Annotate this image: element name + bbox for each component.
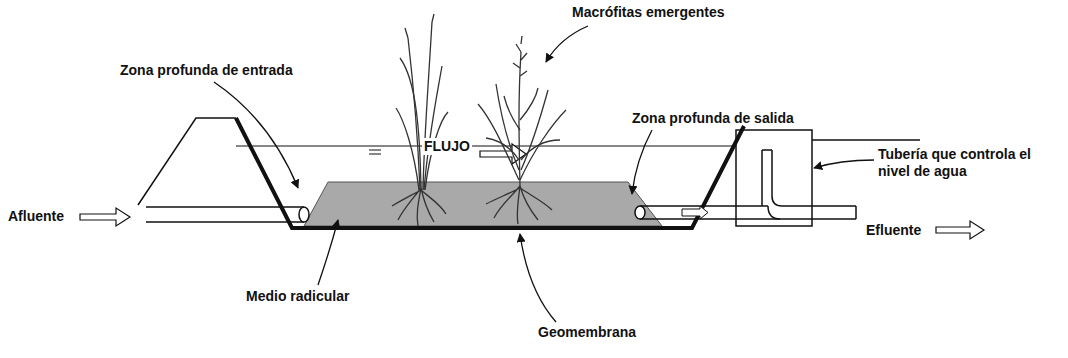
zone-label: Zona profunda de salida: [632, 110, 794, 127]
liner-label: Geomembrana: [538, 324, 636, 341]
water-level: [236, 145, 732, 146]
root-medium: [304, 182, 662, 226]
outflow-label: Efluente: [866, 222, 921, 239]
medium-label: Medio radicular: [246, 288, 349, 305]
plant-label: Macrófitas emergentes: [572, 4, 725, 21]
reed-plant: [392, 14, 448, 226]
geomembrane-liner: [236, 118, 744, 228]
outflow-arrow: [936, 221, 984, 239]
outlet-pipe: [635, 206, 768, 219]
inflow-arrow: [80, 208, 130, 226]
inlet-pipe: [146, 207, 309, 222]
inflow-label: Afluente: [8, 208, 64, 225]
macrophyte-plant: [478, 36, 566, 224]
left-berm: [138, 118, 236, 205]
zone-label: Zona profunda de entrada: [120, 62, 293, 79]
flow-label: FLUJO: [422, 138, 472, 155]
water-symbol: [369, 150, 381, 154]
pipe-label: Tubería que controla el nivel de agua: [878, 146, 1058, 180]
leader-lines: [214, 26, 874, 322]
